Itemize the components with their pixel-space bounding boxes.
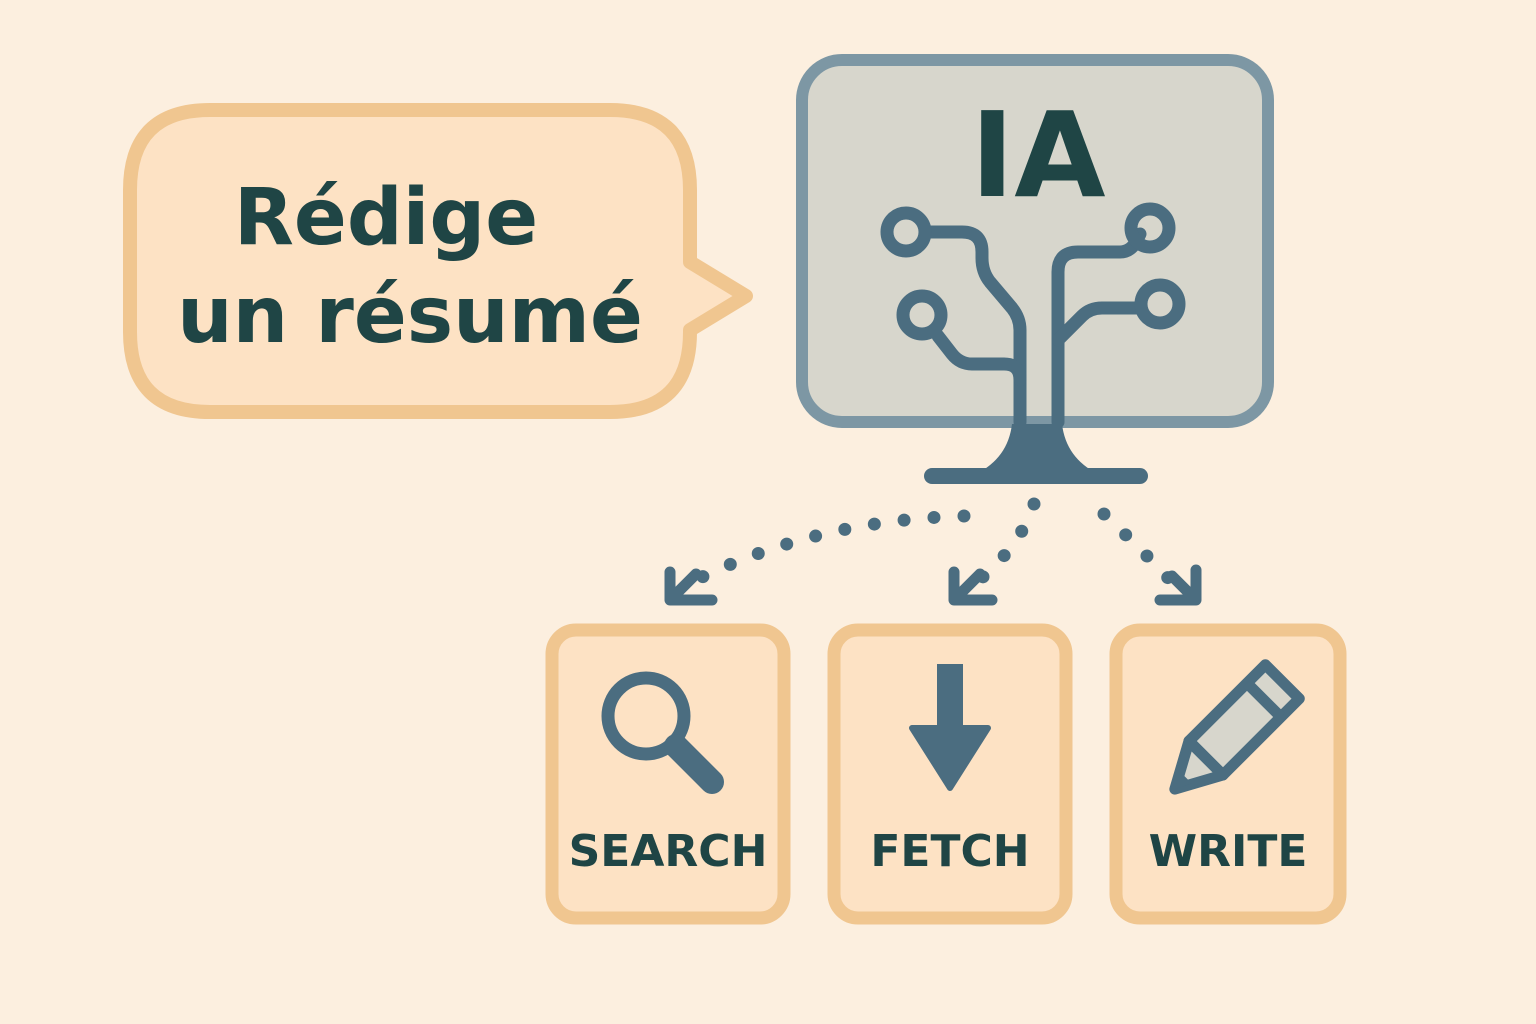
- magnifier-icon: [601, 671, 724, 794]
- speech-bubble: Rédige un résumé: [123, 103, 753, 419]
- circuit-tree-icon: [880, 202, 1186, 429]
- speech-bubble-line-2: un résumé: [177, 271, 643, 361]
- ai-monitor: IA: [796, 54, 1274, 484]
- arrow-head-search: [664, 566, 718, 606]
- tool-card-fetch[interactable]: FETCH: [827, 623, 1073, 925]
- tool-card-search[interactable]: SEARCH: [545, 623, 791, 925]
- download-arrow-icon: [909, 664, 991, 791]
- tool-label-fetch: FETCH: [870, 826, 1029, 877]
- tool-label-search: SEARCH: [569, 826, 768, 877]
- pencil-icon: [1169, 659, 1305, 795]
- arrow-to-write: [1097, 507, 1177, 587]
- monitor-base: [924, 468, 1148, 484]
- speech-bubble-line-1: Rédige: [234, 173, 538, 263]
- arrow-head-fetch: [948, 566, 998, 606]
- tool-label-write: WRITE: [1149, 826, 1308, 877]
- arrow-head-write: [1154, 564, 1202, 606]
- dispatch-arrows: [664, 497, 1202, 606]
- speech-bubble-shape: [123, 103, 753, 419]
- arrow-to-search: [693, 509, 971, 585]
- monitor-label: IA: [970, 86, 1105, 224]
- monitor-stand: [976, 424, 1098, 474]
- tool-card-write[interactable]: WRITE: [1109, 623, 1347, 925]
